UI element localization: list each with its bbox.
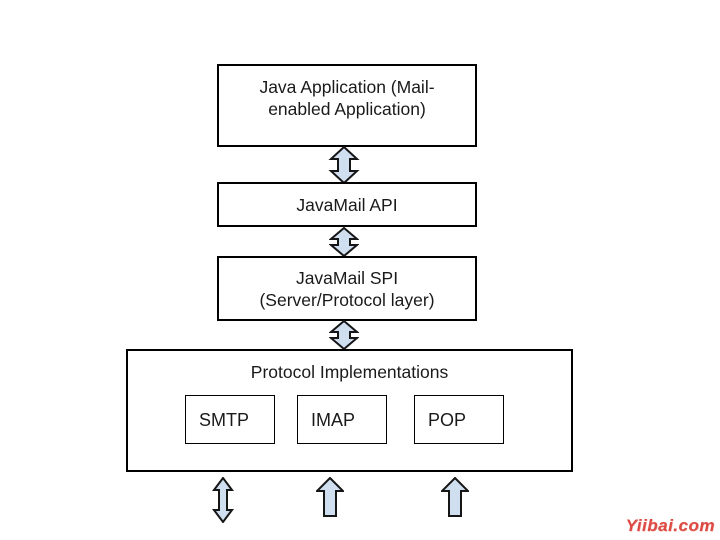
java-application-line2: enabled Application) [268, 99, 426, 119]
javamail-spi-line1: JavaMail SPI [295, 267, 399, 288]
box-java-application: Java Application (Mail- enabled Applicat… [217, 64, 477, 147]
smtp-label: SMTP [199, 409, 250, 430]
box-imap: IMAP [297, 395, 387, 444]
up-arrow-shape [441, 477, 469, 517]
double-arrow-shape [329, 320, 359, 350]
protocol-implementations-title: Protocol Implementations [250, 362, 449, 382]
imap-label: IMAP [311, 409, 356, 430]
box-protocol-implementations: Protocol Implementations SMTP IMAP POP [126, 349, 573, 472]
double-arrow-shape [328, 146, 360, 184]
box-smtp: SMTP [185, 395, 275, 444]
double-vertical-arrow-icon [328, 146, 360, 184]
javamail-api-label: JavaMail API [296, 194, 398, 215]
up-arrow-icon [441, 477, 469, 517]
double-arrow-shape [329, 227, 359, 257]
up-arrow-icon [316, 477, 344, 517]
watermark: Yiibai.com [625, 516, 715, 535]
box-javamail-api: JavaMail API [217, 182, 477, 227]
up-arrow-shape [316, 477, 344, 517]
pop-label: POP [428, 409, 467, 430]
java-application-line1: Java Application (Mail- [259, 77, 435, 97]
box-pop: POP [414, 395, 504, 444]
box-javamail-spi: JavaMail SPI (Server/Protocol layer) [217, 256, 477, 321]
javamail-spi-line2: (Server/Protocol layer) [259, 289, 435, 310]
compressed-double-arrow-icon [329, 227, 359, 257]
double-vertical-arrow-icon [212, 477, 234, 523]
compressed-double-arrow-icon [329, 320, 359, 350]
double-arrow-shape [212, 477, 234, 523]
